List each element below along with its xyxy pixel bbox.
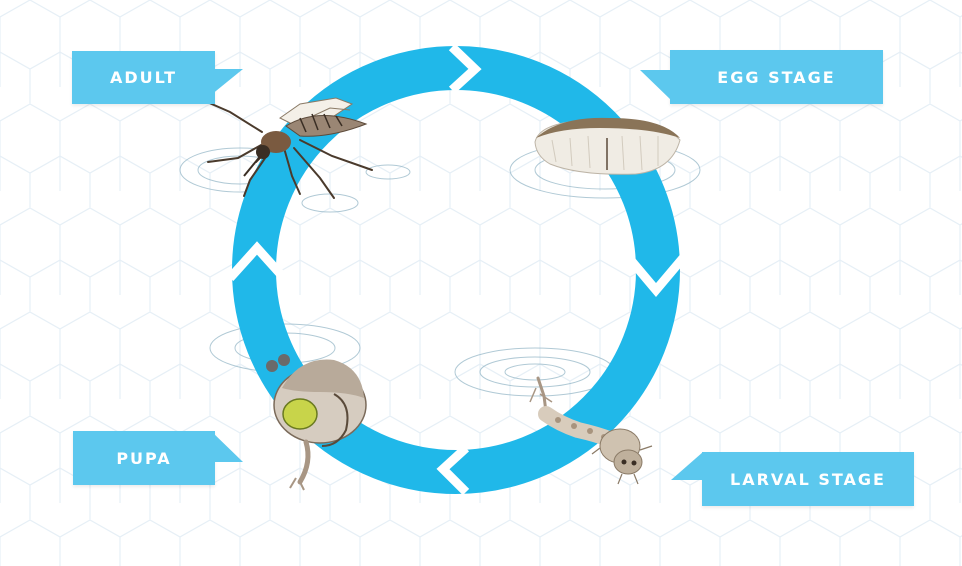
- pupa-illustration: [266, 354, 367, 491]
- larval-stage-label: LARVAL STAGE: [671, 452, 914, 506]
- arrow-chevron-left: [226, 241, 288, 282]
- egg-stage-label: EGG STAGE: [640, 50, 883, 104]
- adult-mosquito-illustration: [197, 97, 373, 199]
- adult-label: ADULT: [72, 51, 243, 104]
- cycle-ring: [232, 46, 680, 494]
- larva-illustration: [529, 376, 653, 485]
- egg-raft-illustration: [534, 117, 681, 175]
- arrow-chevron-bottom: [436, 444, 470, 496]
- arrow-chevron-top: [448, 43, 482, 94]
- arrow-chevron-right: [625, 255, 687, 297]
- pupa-label: PUPA: [73, 431, 243, 485]
